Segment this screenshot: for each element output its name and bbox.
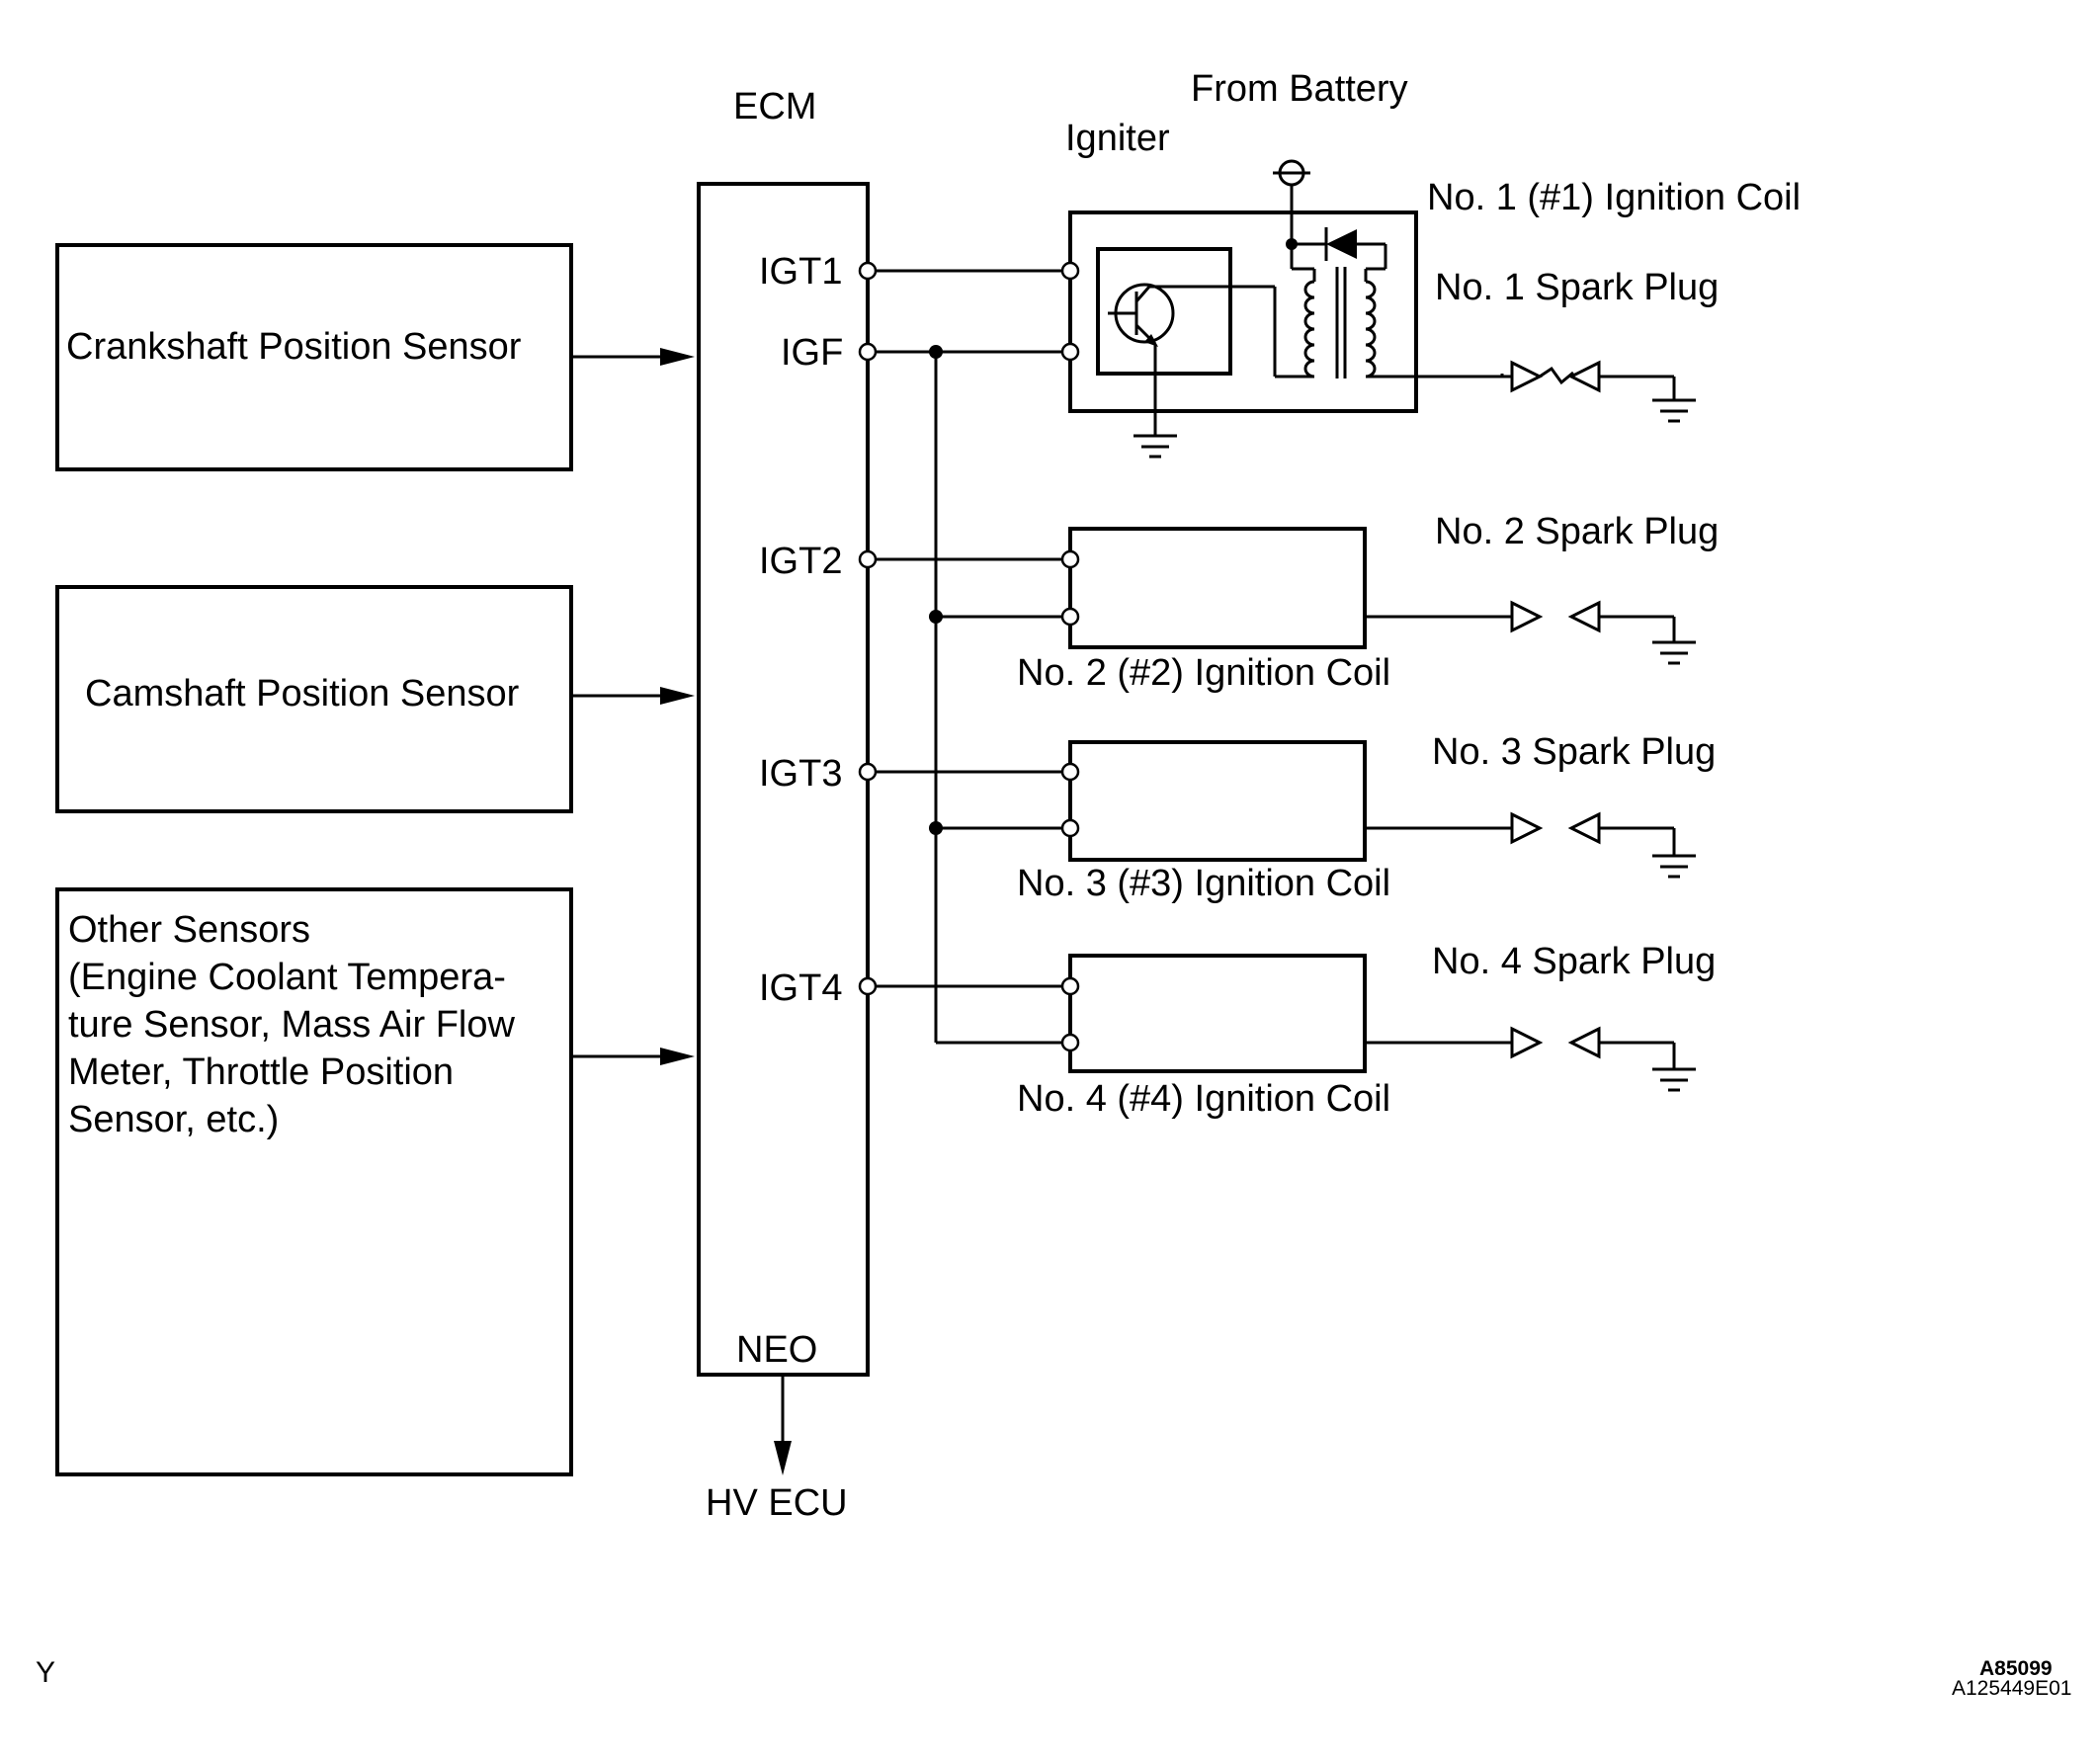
other-sensors-line-3: ture Sensor, Mass Air Flow: [68, 1004, 515, 1046]
hv-ecu-label: HV ECU: [706, 1482, 848, 1524]
coil2-assembly: No. 2 (#2) Ignition Coil: [1017, 527, 1390, 694]
other-sensors-line-1: Other Sensors: [68, 909, 310, 951]
coil4-terminal: [1060, 976, 1080, 996]
junction-dot: [929, 821, 943, 835]
spark-plug-2: No. 2 Spark Plug: [1365, 511, 1719, 665]
footer-left-mark: Y: [36, 1656, 55, 1689]
ecm-title: ECM: [733, 86, 816, 127]
other-sensors-line-4: Meter, Throttle Position: [68, 1051, 454, 1093]
pin-igf: [858, 342, 878, 362]
igniter-label: Igniter: [1065, 118, 1170, 159]
pin-igt3-label: IGT3: [759, 753, 842, 795]
camshaft-sensor-box: [55, 585, 573, 813]
coil3-assembly: No. 3 (#3) Ignition Coil: [1017, 740, 1390, 904]
transistor-icon: [1108, 283, 1175, 423]
arrow-camshaft: [660, 687, 695, 705]
battery-terminal-icon: [1273, 159, 1310, 244]
other-sensors-block: Other Sensors (Engine Coolant Tempera- t…: [55, 887, 573, 1476]
coil2-terminal: [1060, 607, 1080, 627]
coil3-terminal: [1060, 818, 1080, 838]
coil1-box: [1068, 210, 1418, 413]
coil2-box: [1068, 527, 1367, 649]
camshaft-sensor-label: Camshaft Position Sensor: [85, 673, 520, 714]
from-battery-label: From Battery: [1191, 68, 1408, 110]
pin-igt1: [858, 261, 878, 281]
ground-icon: [1133, 423, 1177, 459]
pin-igt4-label: IGT4: [759, 967, 842, 1009]
other-sensors-line-2: (Engine Coolant Tempera-: [68, 957, 506, 998]
figure-code: A85099 A125449E01: [1952, 1657, 2071, 1700]
arrow-other-sensors: [660, 1048, 695, 1065]
coil2-terminal: [1060, 549, 1080, 569]
ecm-pins: [858, 261, 878, 996]
sensor-input-arrows: [571, 348, 695, 1065]
coil-winding-icon: [1290, 244, 1377, 378]
plug4-label: No. 4 Spark Plug: [1432, 941, 1716, 982]
junction-dot: [929, 610, 943, 624]
spark-plug-1: No. 1 Spark Plug: [1416, 267, 1719, 423]
crankshaft-sensor-block: Crankshaft Position Sensor: [55, 243, 573, 471]
coil1-terminal: [1060, 342, 1080, 362]
spark-plug-3: No. 3 Spark Plug: [1365, 731, 1716, 879]
other-sensors-box: [55, 887, 573, 1476]
neo-output: HV ECU: [706, 1375, 848, 1524]
junction-dot: [929, 345, 943, 359]
coil1-assembly: From Battery Igniter No. 1 (#1) Ignition…: [1060, 68, 1801, 459]
pin-igf-label: IGF: [781, 332, 843, 374]
pin-igt2: [858, 549, 878, 569]
pin-igt1-label: IGT1: [759, 251, 842, 293]
plug2-label: No. 2 Spark Plug: [1435, 511, 1719, 552]
arrow-hv-ecu: [774, 1441, 792, 1475]
crankshaft-sensor-label: Crankshaft Position Sensor: [66, 326, 522, 368]
arrow-crankshaft: [660, 348, 695, 366]
figure-code-top: A85099: [1979, 1657, 2053, 1680]
coil3-label: No. 3 (#3) Ignition Coil: [1017, 863, 1390, 904]
spark-plug-4: No. 4 Spark Plug: [1365, 941, 1716, 1092]
coil3-box: [1068, 740, 1367, 862]
camshaft-sensor-block: Camshaft Position Sensor: [55, 585, 573, 813]
coil1-terminal: [1060, 261, 1080, 281]
figure-code-bottom: A125449E01: [1952, 1677, 2071, 1700]
coil4-assembly: No. 4 (#4) Ignition Coil: [1017, 954, 1390, 1120]
pin-igt2-label: IGT2: [759, 541, 842, 582]
pin-igt4: [858, 976, 878, 996]
coil3-terminal: [1060, 762, 1080, 782]
pin-igt3: [858, 762, 878, 782]
igniter-box: [1096, 247, 1232, 376]
ecm-block: ECM IGT1 IGF IGT2 IGT3 IGT4 NEO: [697, 86, 870, 1377]
other-sensors-line-5: Sensor, etc.): [68, 1099, 279, 1140]
coil4-label: No. 4 (#4) Ignition Coil: [1017, 1078, 1390, 1120]
signal-wiring: [868, 269, 1070, 1045]
diode-icon: [1292, 227, 1387, 271]
coil4-box: [1068, 954, 1367, 1073]
pin-neo-label: NEO: [736, 1329, 817, 1371]
coil4-terminal: [1060, 1033, 1080, 1052]
coil2-label: No. 2 (#2) Ignition Coil: [1017, 652, 1390, 694]
plug1-label: No. 1 Spark Plug: [1435, 267, 1719, 308]
plug3-label: No. 3 Spark Plug: [1432, 731, 1716, 773]
coil1-label: No. 1 (#1) Ignition Coil: [1427, 177, 1801, 218]
